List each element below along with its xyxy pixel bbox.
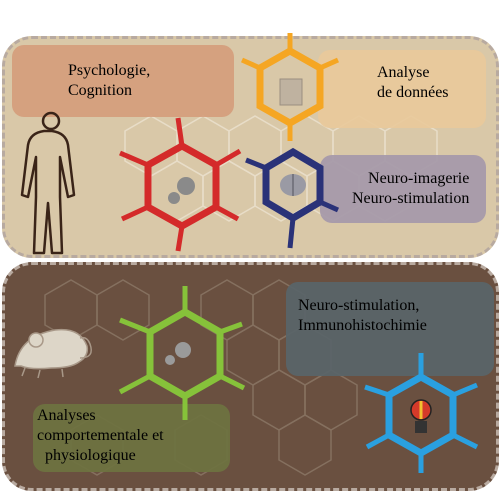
behavioral-label: Analyses comportementale et physiologiqu…: [37, 407, 164, 464]
behavioral-gears-hex-icon: [118, 286, 246, 420]
psychology-gears-hex-icon: [119, 117, 242, 252]
data-analysis-hex-icon: [240, 33, 340, 141]
psychology-box: [12, 45, 234, 117]
behavioral-box: [33, 404, 230, 472]
neurostim-label: Neuro-stimulation, Immunohistochimie: [298, 297, 427, 334]
document-icon: [279, 78, 303, 106]
neuroimaging-box: [320, 155, 486, 223]
neuroimaging-hex-icon: [245, 147, 340, 249]
gears-icon: [177, 177, 195, 195]
data-analysis-label: Analyse de données: [377, 64, 449, 101]
human-body-icon: [20, 111, 76, 255]
rat-icon: [14, 328, 92, 379]
neurostim-hex-icon: [364, 353, 479, 473]
data-analysis-box: [318, 50, 486, 128]
lightbulb-brain-icon: [410, 399, 432, 433]
psychology-label: Psychologie, Cognition: [68, 62, 151, 99]
neurostim-box: [286, 282, 494, 376]
gears-icon: [175, 342, 191, 358]
neuroimaging-label: Neuro-imagerie Neuro-stimulation: [352, 170, 470, 207]
